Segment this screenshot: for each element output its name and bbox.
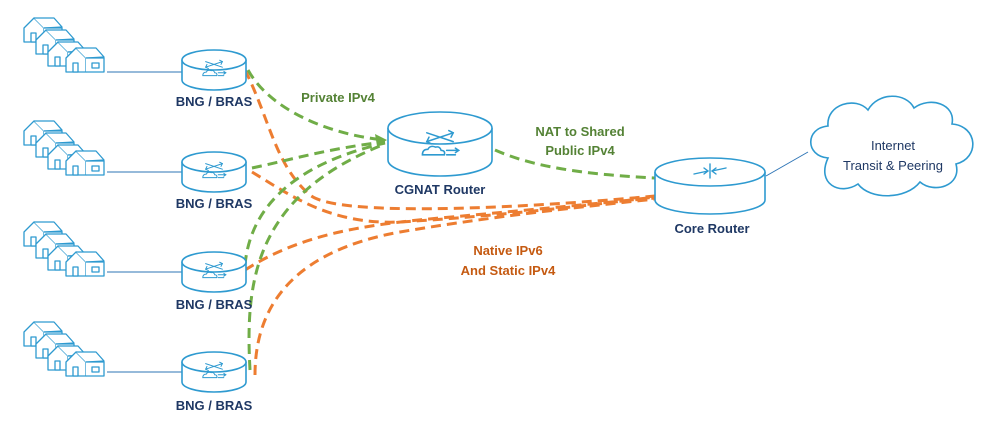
bng-router-2 bbox=[181, 151, 247, 193]
native-path-bng4 bbox=[253, 197, 656, 376]
internet-label-line1: Internet bbox=[871, 138, 915, 153]
native-paths bbox=[243, 69, 656, 376]
nat-path bbox=[494, 148, 656, 180]
cgnat-label: CGNAT Router bbox=[395, 182, 486, 197]
bng-router-1 bbox=[181, 49, 247, 91]
customer-houses-2 bbox=[24, 121, 104, 175]
bng-label-4: BNG / BRAS bbox=[176, 398, 253, 413]
customer-houses-1 bbox=[24, 18, 104, 72]
cgnat-router bbox=[387, 111, 493, 177]
internet-cloud bbox=[810, 95, 974, 197]
nat-label-line1: NAT to Shared bbox=[535, 124, 624, 139]
customer-houses-4 bbox=[24, 322, 104, 376]
core-label: Core Router bbox=[674, 221, 749, 236]
private-path-bng4 bbox=[247, 142, 386, 371]
internet-label-line2: Transit & Peering bbox=[843, 158, 943, 173]
bng-label-3: BNG / BRAS bbox=[176, 297, 253, 312]
private-path-bng2 bbox=[251, 140, 386, 170]
private-path-bng3 bbox=[243, 141, 386, 266]
bng-router-3 bbox=[181, 251, 247, 293]
core-router bbox=[654, 157, 766, 215]
bng-label-1: BNG / BRAS bbox=[176, 94, 253, 109]
internet-link bbox=[765, 151, 809, 177]
native-path-bng1 bbox=[243, 69, 656, 211]
nat-label-line2: Public IPv4 bbox=[545, 143, 615, 158]
native-path-bng3 bbox=[244, 196, 656, 272]
private-ipv4-label: Private IPv4 bbox=[301, 90, 375, 105]
customer-houses-3 bbox=[24, 222, 104, 276]
bng-label-2: BNG / BRAS bbox=[176, 196, 253, 211]
private-ipv4-paths bbox=[243, 69, 656, 371]
bng-router-4 bbox=[181, 351, 247, 393]
private-path-bng1 bbox=[246, 69, 386, 142]
native-label-line1: Native IPv6 bbox=[473, 243, 542, 258]
native-label-line2: And Static IPv4 bbox=[461, 263, 556, 278]
private-arrowhead bbox=[375, 134, 387, 146]
